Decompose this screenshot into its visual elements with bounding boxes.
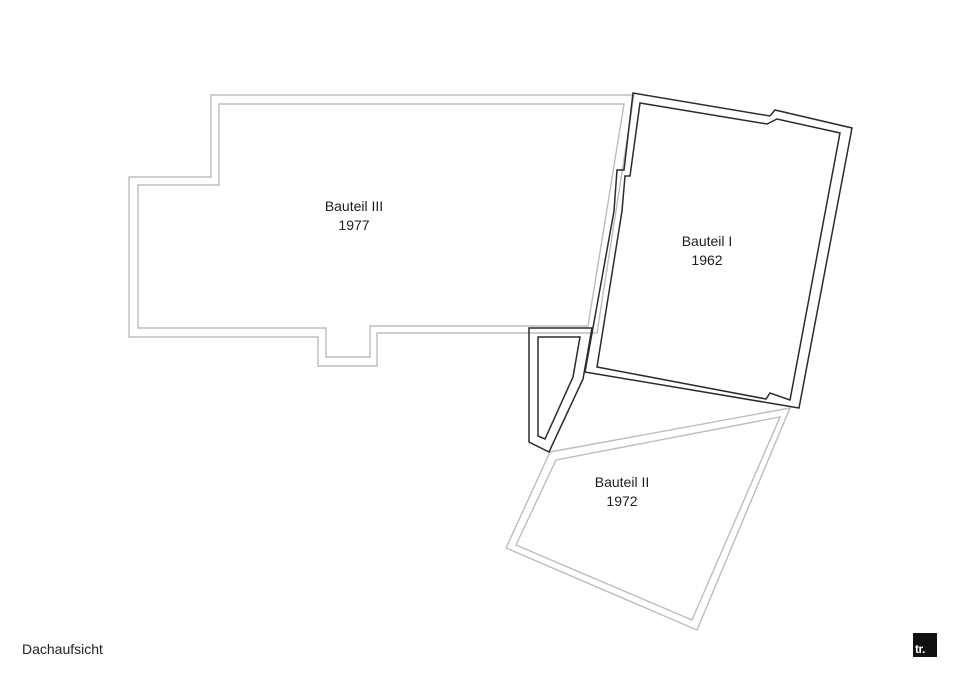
building-ii-label: Bauteil II 1972 bbox=[562, 473, 682, 511]
building-ii-outline bbox=[505, 407, 792, 631]
building-i-outline bbox=[584, 92, 853, 409]
brand-logo: tr. bbox=[913, 633, 937, 657]
building-ii-name: Bauteil II bbox=[594, 474, 650, 490]
building-iii-year: 1977 bbox=[338, 217, 370, 233]
building-iii-name: Bauteil III bbox=[324, 198, 384, 214]
building-i-year: 1962 bbox=[691, 252, 723, 268]
building-iii-label: Bauteil III 1977 bbox=[294, 197, 414, 235]
connector-outline bbox=[528, 327, 593, 454]
plan-caption: Dachaufsicht bbox=[22, 641, 103, 657]
brand-logo-text: tr. bbox=[915, 642, 925, 656]
building-i-name: Bauteil I bbox=[681, 233, 733, 249]
building-ii-year: 1972 bbox=[606, 493, 638, 509]
building-iii-outline bbox=[128, 94, 635, 367]
building-i-label: Bauteil I 1962 bbox=[647, 232, 767, 270]
